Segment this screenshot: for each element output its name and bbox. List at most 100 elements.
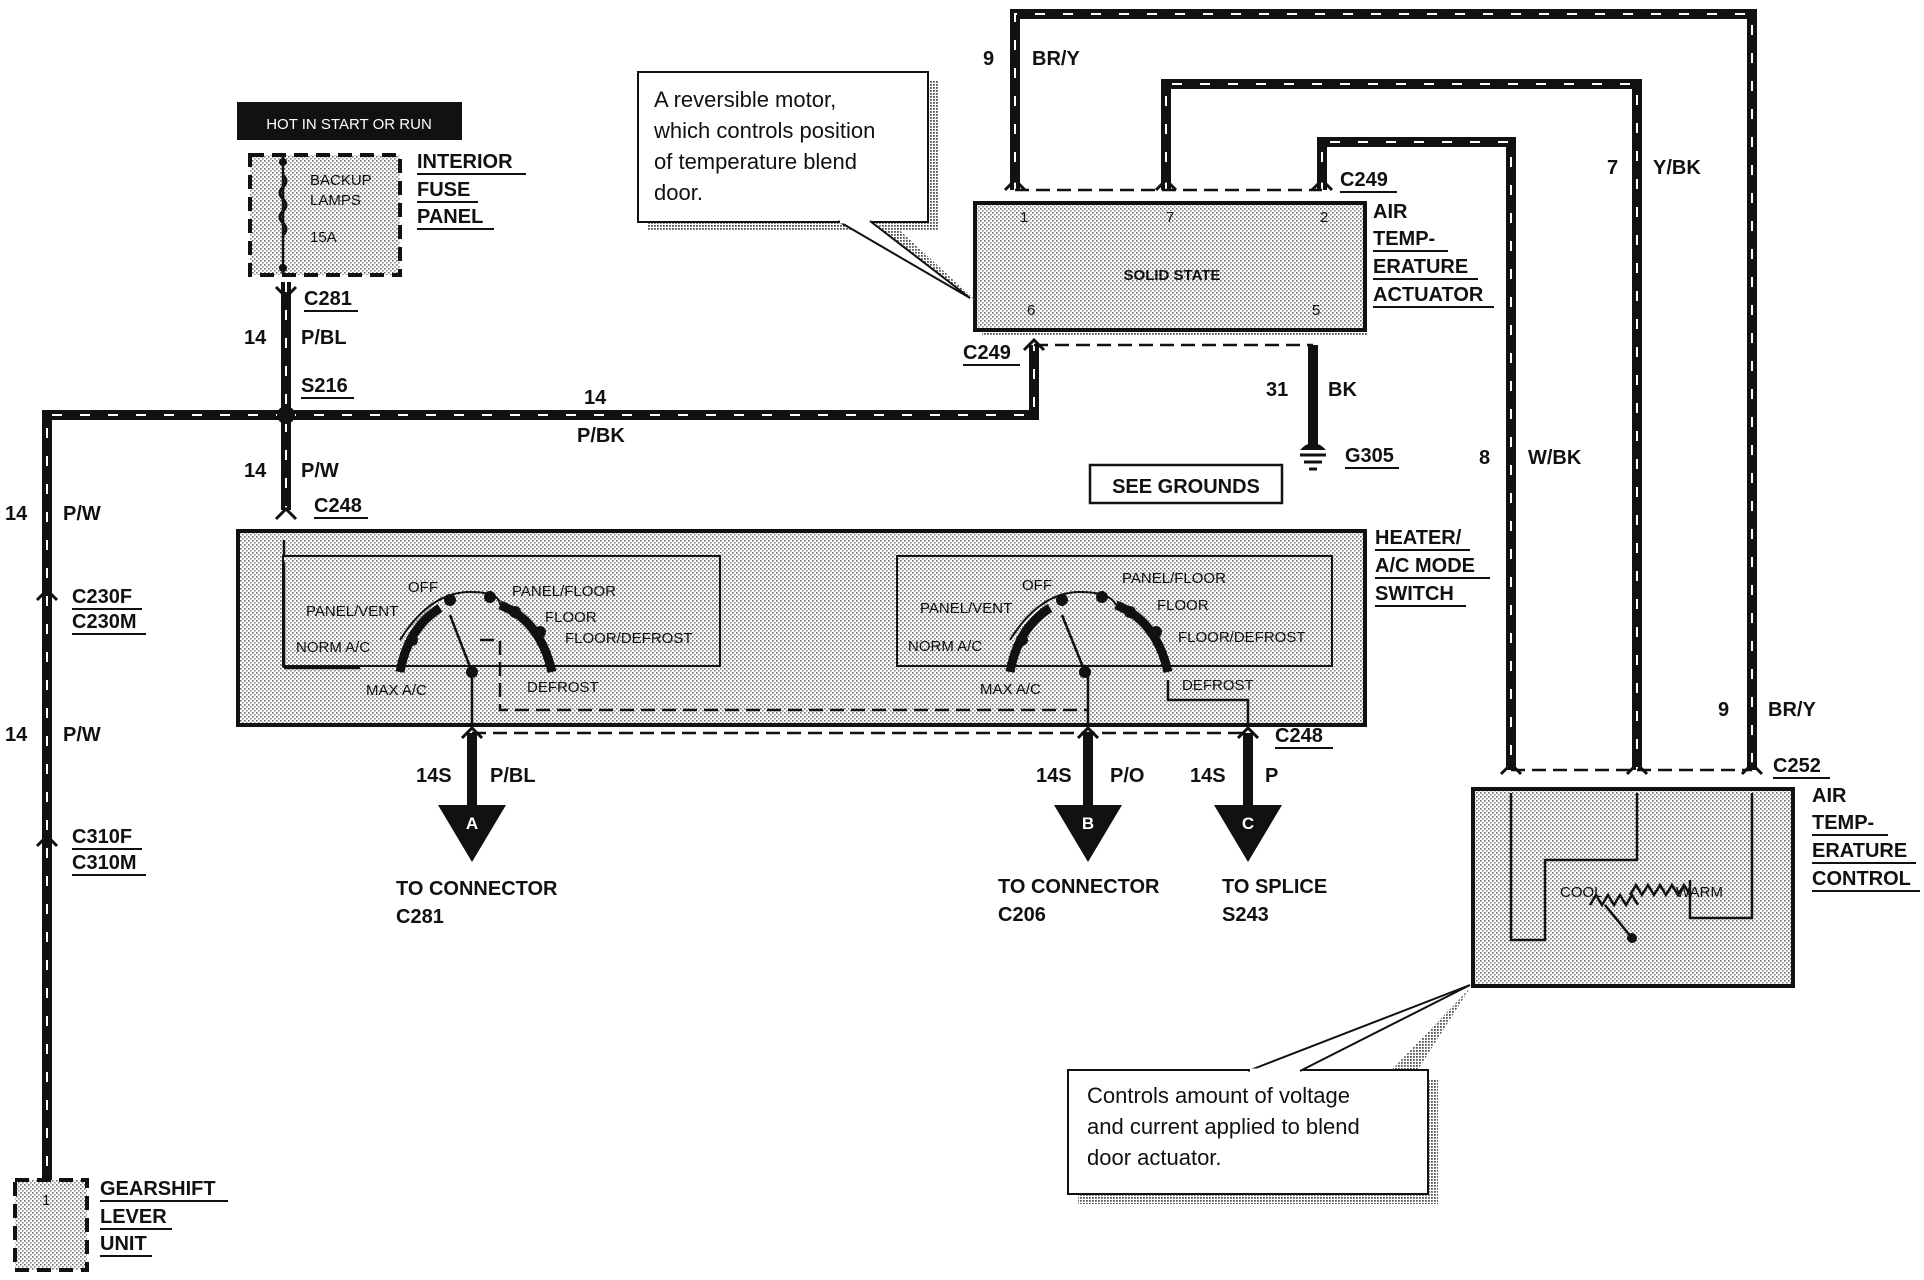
left-pos-floor: FLOOR <box>545 609 597 626</box>
out-b-gauge: 14S <box>1036 765 1072 787</box>
output-arrow-c[interactable]: C <box>1214 805 1282 862</box>
left-pos-panel-vent: PANEL/VENT <box>306 603 398 620</box>
hot-header-text: HOT IN START OR RUN <box>266 116 432 133</box>
left-pos-defrost: DEFROST <box>527 679 599 696</box>
fuse-name-1: BACKUP <box>310 172 372 189</box>
fuse-element-icon <box>278 173 288 237</box>
output-a-line1: TO CONNECTOR <box>396 878 558 900</box>
right-pos-floor: FLOOR <box>1157 597 1209 614</box>
mode-switch-label-3: SWITCH <box>1375 583 1454 605</box>
to-actuator-color: P/BK <box>577 425 625 447</box>
output-a-line2: C281 <box>396 906 444 928</box>
motor-callout-2: which controls position <box>653 118 875 143</box>
actuator-pin-2: 2 <box>1320 209 1328 226</box>
pin7-color: Y/BK <box>1653 157 1701 179</box>
panel-label-3: PANEL <box>417 206 483 228</box>
splice-down-color: P/W <box>301 460 339 482</box>
g305-label: G305 <box>1345 445 1394 467</box>
output-b-line1: TO CONNECTOR <box>998 876 1160 898</box>
heater-ac-mode-switch: OFF PANEL/FLOOR PANEL/VENT FLOOR NORM A/… <box>236 527 1490 728</box>
pin1-color: BR/Y <box>1032 48 1080 70</box>
callout-controls-voltage: Controls amount of voltage and current a… <box>1067 984 1471 1204</box>
splice-s216-dot <box>277 406 295 424</box>
control-warm: WARM <box>1676 884 1723 901</box>
wire-harness <box>42 9 1757 1180</box>
left-upper-gauge: 14 <box>5 503 28 525</box>
output-c-line1: TO SPLICE <box>1222 876 1327 898</box>
left-pos-norm-ac: NORM A/C <box>296 639 370 656</box>
control-callout-3: door actuator. <box>1087 1145 1222 1170</box>
control-label-3: ERATURE <box>1812 840 1907 862</box>
ground-g305: 31 BK G305 <box>1266 379 1399 471</box>
c248-top-label: C248 <box>314 495 362 517</box>
left-upper-color: P/W <box>63 503 101 525</box>
pin2-color: W/BK <box>1528 447 1582 469</box>
ground-icon <box>1300 443 1326 471</box>
gearshift-pin: 1 <box>42 1192 50 1209</box>
pin7-gauge: 7 <box>1607 157 1618 179</box>
c230m-label: C230M <box>72 611 136 633</box>
actuator-type: SOLID STATE <box>1124 267 1221 284</box>
left-pos-max-ac: MAX A/C <box>366 682 427 699</box>
left-pos-panel-floor: PANEL/FLOOR <box>512 583 616 600</box>
control-callout-1: Controls amount of voltage <box>1087 1083 1350 1108</box>
out-c-gauge: 14S <box>1190 765 1226 787</box>
c310f-label: C310F <box>72 826 132 848</box>
c281-label: C281 <box>304 288 352 310</box>
gearshift-label-2: LEVER <box>100 1206 167 1228</box>
actuator-pin-1: 1 <box>1020 209 1028 226</box>
out-c-color: P <box>1265 765 1278 787</box>
actuator-label-1: AIR <box>1373 201 1408 223</box>
output-arrow-b[interactable]: B <box>1054 805 1122 862</box>
motor-callout-1: A reversible motor, <box>654 87 836 112</box>
output-arrow-a[interactable]: A <box>438 805 506 862</box>
left-lower-color: P/W <box>63 724 101 746</box>
mode-switch-label-1: HEATER/ <box>1375 527 1462 549</box>
right-pos-panel-vent: PANEL/VENT <box>920 600 1012 617</box>
actuator-pin-5: 5 <box>1312 302 1320 319</box>
panel-label-2: FUSE <box>417 179 470 201</box>
actuator-label-2: TEMP- <box>1373 228 1435 250</box>
right-pos-max-ac: MAX A/C <box>980 681 1041 698</box>
actuator-label-4: ACTUATOR <box>1373 284 1484 306</box>
left-pos-floor-defrost: FLOOR/DEFROST <box>565 630 693 647</box>
motor-callout-3: of temperature blend <box>654 149 857 174</box>
right-pos-panel-floor: PANEL/FLOOR <box>1122 570 1226 587</box>
gearshift-label-3: UNIT <box>100 1233 147 1255</box>
output-c-line2: S243 <box>1222 904 1269 926</box>
out-b-color: P/O <box>1110 765 1144 787</box>
out-a-gauge: 14S <box>416 765 452 787</box>
see-grounds-text: SEE GROUNDS <box>1112 476 1260 498</box>
c230f-label: C230F <box>72 586 132 608</box>
control-label-2: TEMP- <box>1812 812 1874 834</box>
control-callout-2: and current applied to blend <box>1087 1114 1360 1139</box>
c248-bottom-label: C248 <box>1275 725 1323 747</box>
splice-down-gauge: 14 <box>244 460 267 482</box>
right-pos-defrost: DEFROST <box>1182 677 1254 694</box>
s216-label: S216 <box>301 375 348 397</box>
fuse-rating: 15A <box>310 229 337 246</box>
gearshift-label-1: GEARSHIFT <box>100 1178 216 1200</box>
switch-bank-right <box>1000 590 1250 728</box>
c252-label: C252 <box>1773 755 1821 777</box>
actuator-pin-7: 7 <box>1166 209 1174 226</box>
see-grounds-box[interactable]: SEE GROUNDS <box>1088 463 1284 505</box>
control-right-gauge: 9 <box>1718 699 1729 721</box>
mode-switch-label-2: A/C MODE <box>1375 555 1475 577</box>
cool-resistor-icon <box>1588 892 1640 908</box>
c249-bottom-label: C249 <box>963 342 1011 364</box>
hot-header-bar <box>237 102 462 140</box>
warm-resistor-icon <box>1628 882 1692 898</box>
actuator-label-3: ERATURE <box>1373 256 1468 278</box>
panel-label-1: INTERIOR <box>417 151 513 173</box>
left-lower-gauge: 14 <box>5 724 28 746</box>
ground-color: BK <box>1328 379 1357 401</box>
gearshift-lever-unit: 1 GEARSHIFT LEVER UNIT <box>13 1178 228 1272</box>
to-actuator-gauge: 14 <box>584 387 607 409</box>
right-pos-floor-defrost: FLOOR/DEFROST <box>1178 629 1306 646</box>
c249-top-label: C249 <box>1340 169 1388 191</box>
air-temperature-actuator: 1 7 2 6 5 SOLID STATE AIR TEMP- ERATURE … <box>973 201 1494 335</box>
pin2-gauge: 8 <box>1479 447 1490 469</box>
output-letter-b: B <box>1082 814 1094 833</box>
